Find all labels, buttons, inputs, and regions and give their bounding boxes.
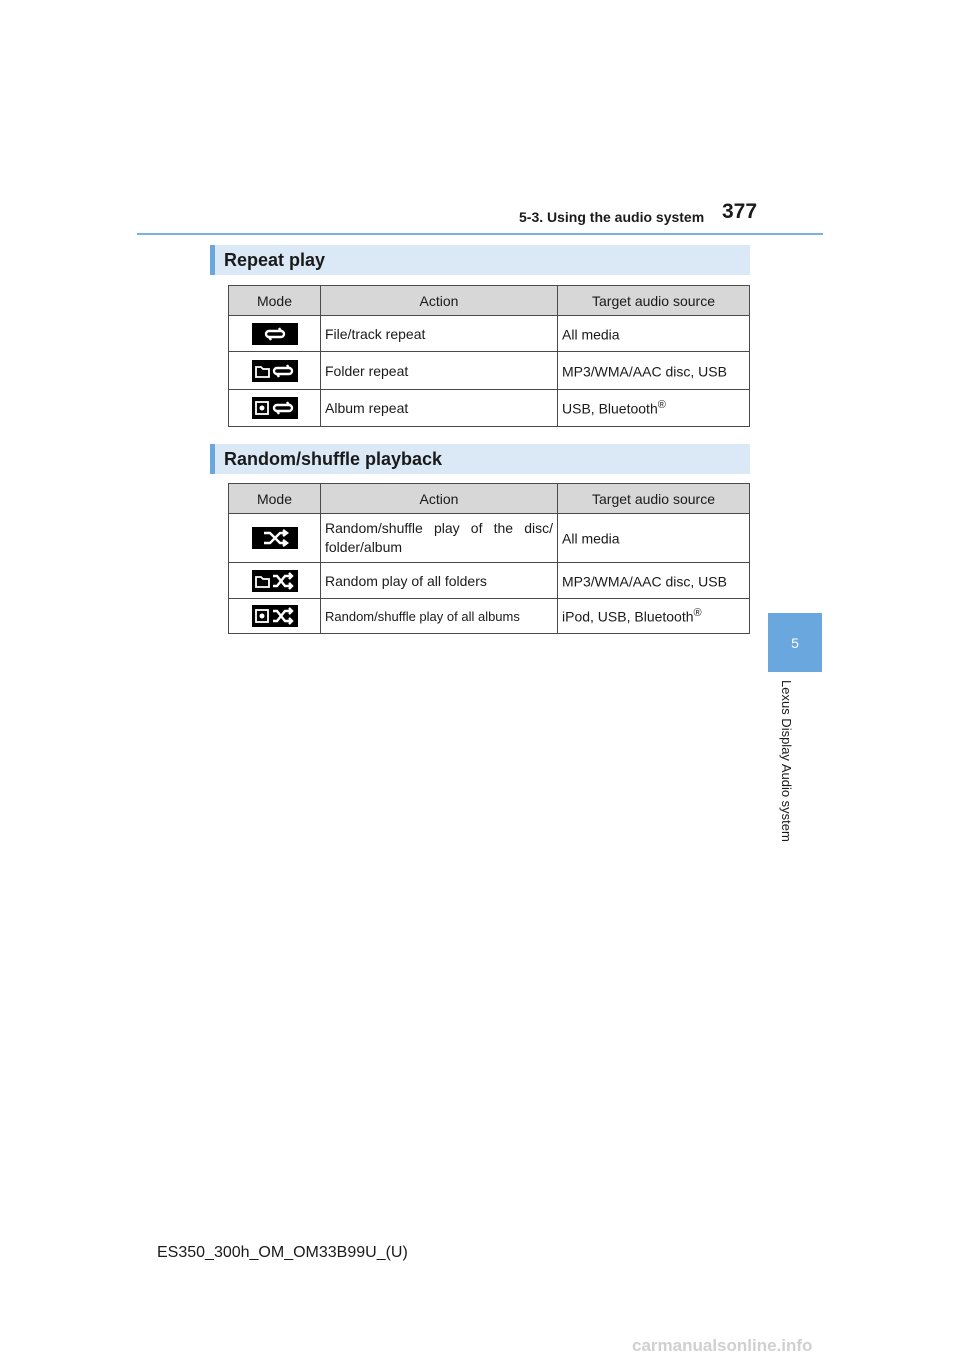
- column-mode: Mode: [228, 483, 321, 514]
- table-row: Random/shuffle play of the disc/ folder/…: [228, 513, 750, 563]
- document-code: ES350_300h_OM_OM33B99U_(U): [157, 1244, 408, 1261]
- shuffle-heading-text: Random/shuffle playback: [224, 448, 443, 469]
- folder-shuffle-icon: [251, 569, 298, 592]
- repeat-play-table: Mode Action Target audio source File/tra…: [228, 285, 750, 427]
- section-title: 5-3. Using the audio system: [519, 209, 705, 225]
- page-number: 377: [722, 200, 758, 223]
- action-cell: Random/shuffle play of all albums: [320, 598, 558, 634]
- action-cell: Folder repeat: [320, 351, 558, 390]
- mode-cell: [228, 598, 321, 634]
- target-cell: USB, Bluetooth®: [557, 389, 750, 427]
- table-row: Random play of all folders MP3/WMA/AAC d…: [228, 562, 750, 599]
- shuffle-table: Mode Action Target audio source Random/s…: [228, 483, 750, 634]
- target-cell: All media: [557, 513, 750, 563]
- target-cell: MP3/WMA/AAC disc, USB: [557, 351, 750, 390]
- table-header-row: Mode Action Target audio source: [228, 285, 750, 316]
- mode-cell: [228, 562, 321, 599]
- column-mode: Mode: [228, 285, 321, 316]
- table-header-row: Mode Action Target audio source: [228, 483, 750, 514]
- action-cell: Album repeat: [320, 389, 558, 427]
- column-action: Action: [320, 483, 558, 514]
- target-cell: All media: [557, 315, 750, 352]
- table-row: File/track repeat All media: [228, 315, 750, 352]
- track-repeat-icon: [251, 322, 298, 345]
- action-cell: Random play of all folders: [320, 562, 558, 599]
- mode-cell: [228, 351, 321, 390]
- folder-repeat-icon: [251, 359, 298, 382]
- header-rule: [137, 233, 823, 235]
- target-cell: MP3/WMA/AAC disc, USB: [557, 562, 750, 599]
- column-target: Target audio source: [557, 285, 750, 316]
- action-cell: File/track repeat: [320, 315, 558, 352]
- table-row: Random/shuffle play of all albums iPod, …: [228, 598, 750, 634]
- mode-cell: [228, 389, 321, 427]
- chapter-label: Lexus Display Audio system: [779, 680, 794, 842]
- chapter-number: 5: [791, 634, 799, 651]
- album-shuffle-icon: [251, 605, 298, 627]
- action-cell: Random/shuffle play of the disc/ folder/…: [320, 513, 558, 563]
- chapter-tab[interactable]: 5: [768, 613, 822, 672]
- table-row: Album repeat USB, Bluetooth®: [228, 389, 750, 427]
- table-row: Folder repeat MP3/WMA/AAC disc, USB: [228, 351, 750, 390]
- album-repeat-icon: [251, 397, 298, 419]
- watermark: carmanualsonline.info: [632, 1336, 813, 1355]
- mode-cell: [228, 315, 321, 352]
- repeat-play-heading-text: Repeat play: [224, 249, 326, 270]
- column-target: Target audio source: [557, 483, 750, 514]
- repeat-play-heading: Repeat play: [210, 245, 750, 275]
- target-cell: iPod, USB, Bluetooth®: [557, 598, 750, 634]
- mode-cell: [228, 513, 321, 563]
- shuffle-icon: [251, 527, 298, 549]
- shuffle-heading: Random/shuffle playback: [210, 444, 750, 474]
- column-action: Action: [320, 285, 558, 316]
